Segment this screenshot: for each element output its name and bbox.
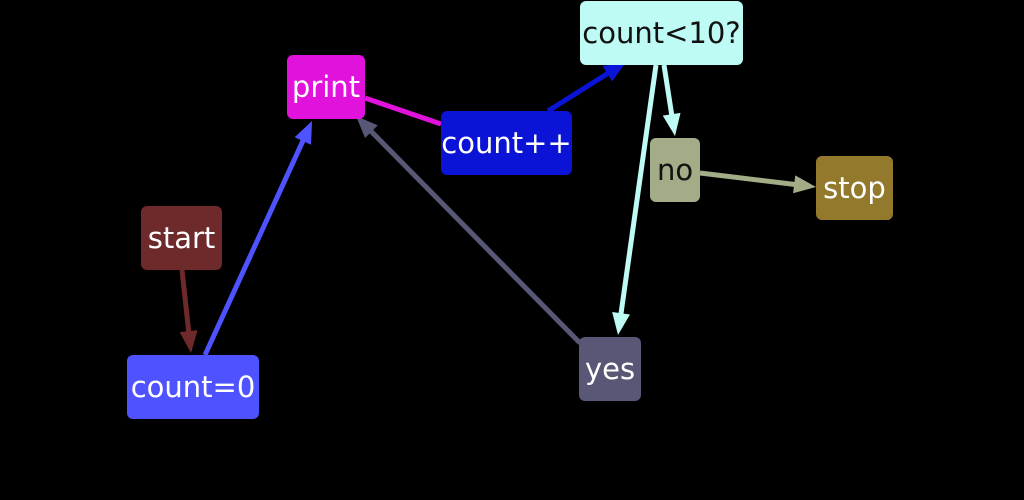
node-stop: stop [816, 156, 893, 220]
arrowhead [662, 112, 681, 136]
edge-cond-to-yes [612, 64, 659, 335]
edge-line [364, 95, 442, 127]
edge-countpp-to-cond [546, 62, 626, 114]
arrowhead [612, 311, 630, 335]
node-no: no [650, 138, 700, 202]
arrowhead [179, 330, 198, 353]
edge-no-to-stop [699, 170, 816, 194]
edge-start-to-count0 [179, 269, 198, 353]
node-condition: count<10? [580, 1, 743, 65]
node-count-increment: count++ [441, 111, 572, 175]
edge-line [618, 64, 659, 316]
node-start: start [141, 206, 222, 270]
node-print: print [287, 55, 365, 119]
arrowhead [294, 121, 312, 145]
arrowhead [356, 116, 378, 138]
edge-line [661, 64, 675, 117]
edge-print-to-countpp [364, 95, 442, 127]
edge-count0-to-print [202, 121, 312, 357]
edge-line [202, 138, 306, 357]
node-count-init: count=0 [127, 355, 259, 419]
edge-cond-to-no [661, 64, 681, 136]
node-yes: yes [579, 337, 641, 401]
edge-line [699, 170, 797, 188]
arrowhead [793, 175, 816, 194]
arrowhead [602, 62, 626, 82]
edge-line [179, 269, 192, 334]
edge-line [368, 128, 582, 345]
edge-line [546, 70, 611, 114]
edge-yes-to-print [356, 116, 582, 345]
